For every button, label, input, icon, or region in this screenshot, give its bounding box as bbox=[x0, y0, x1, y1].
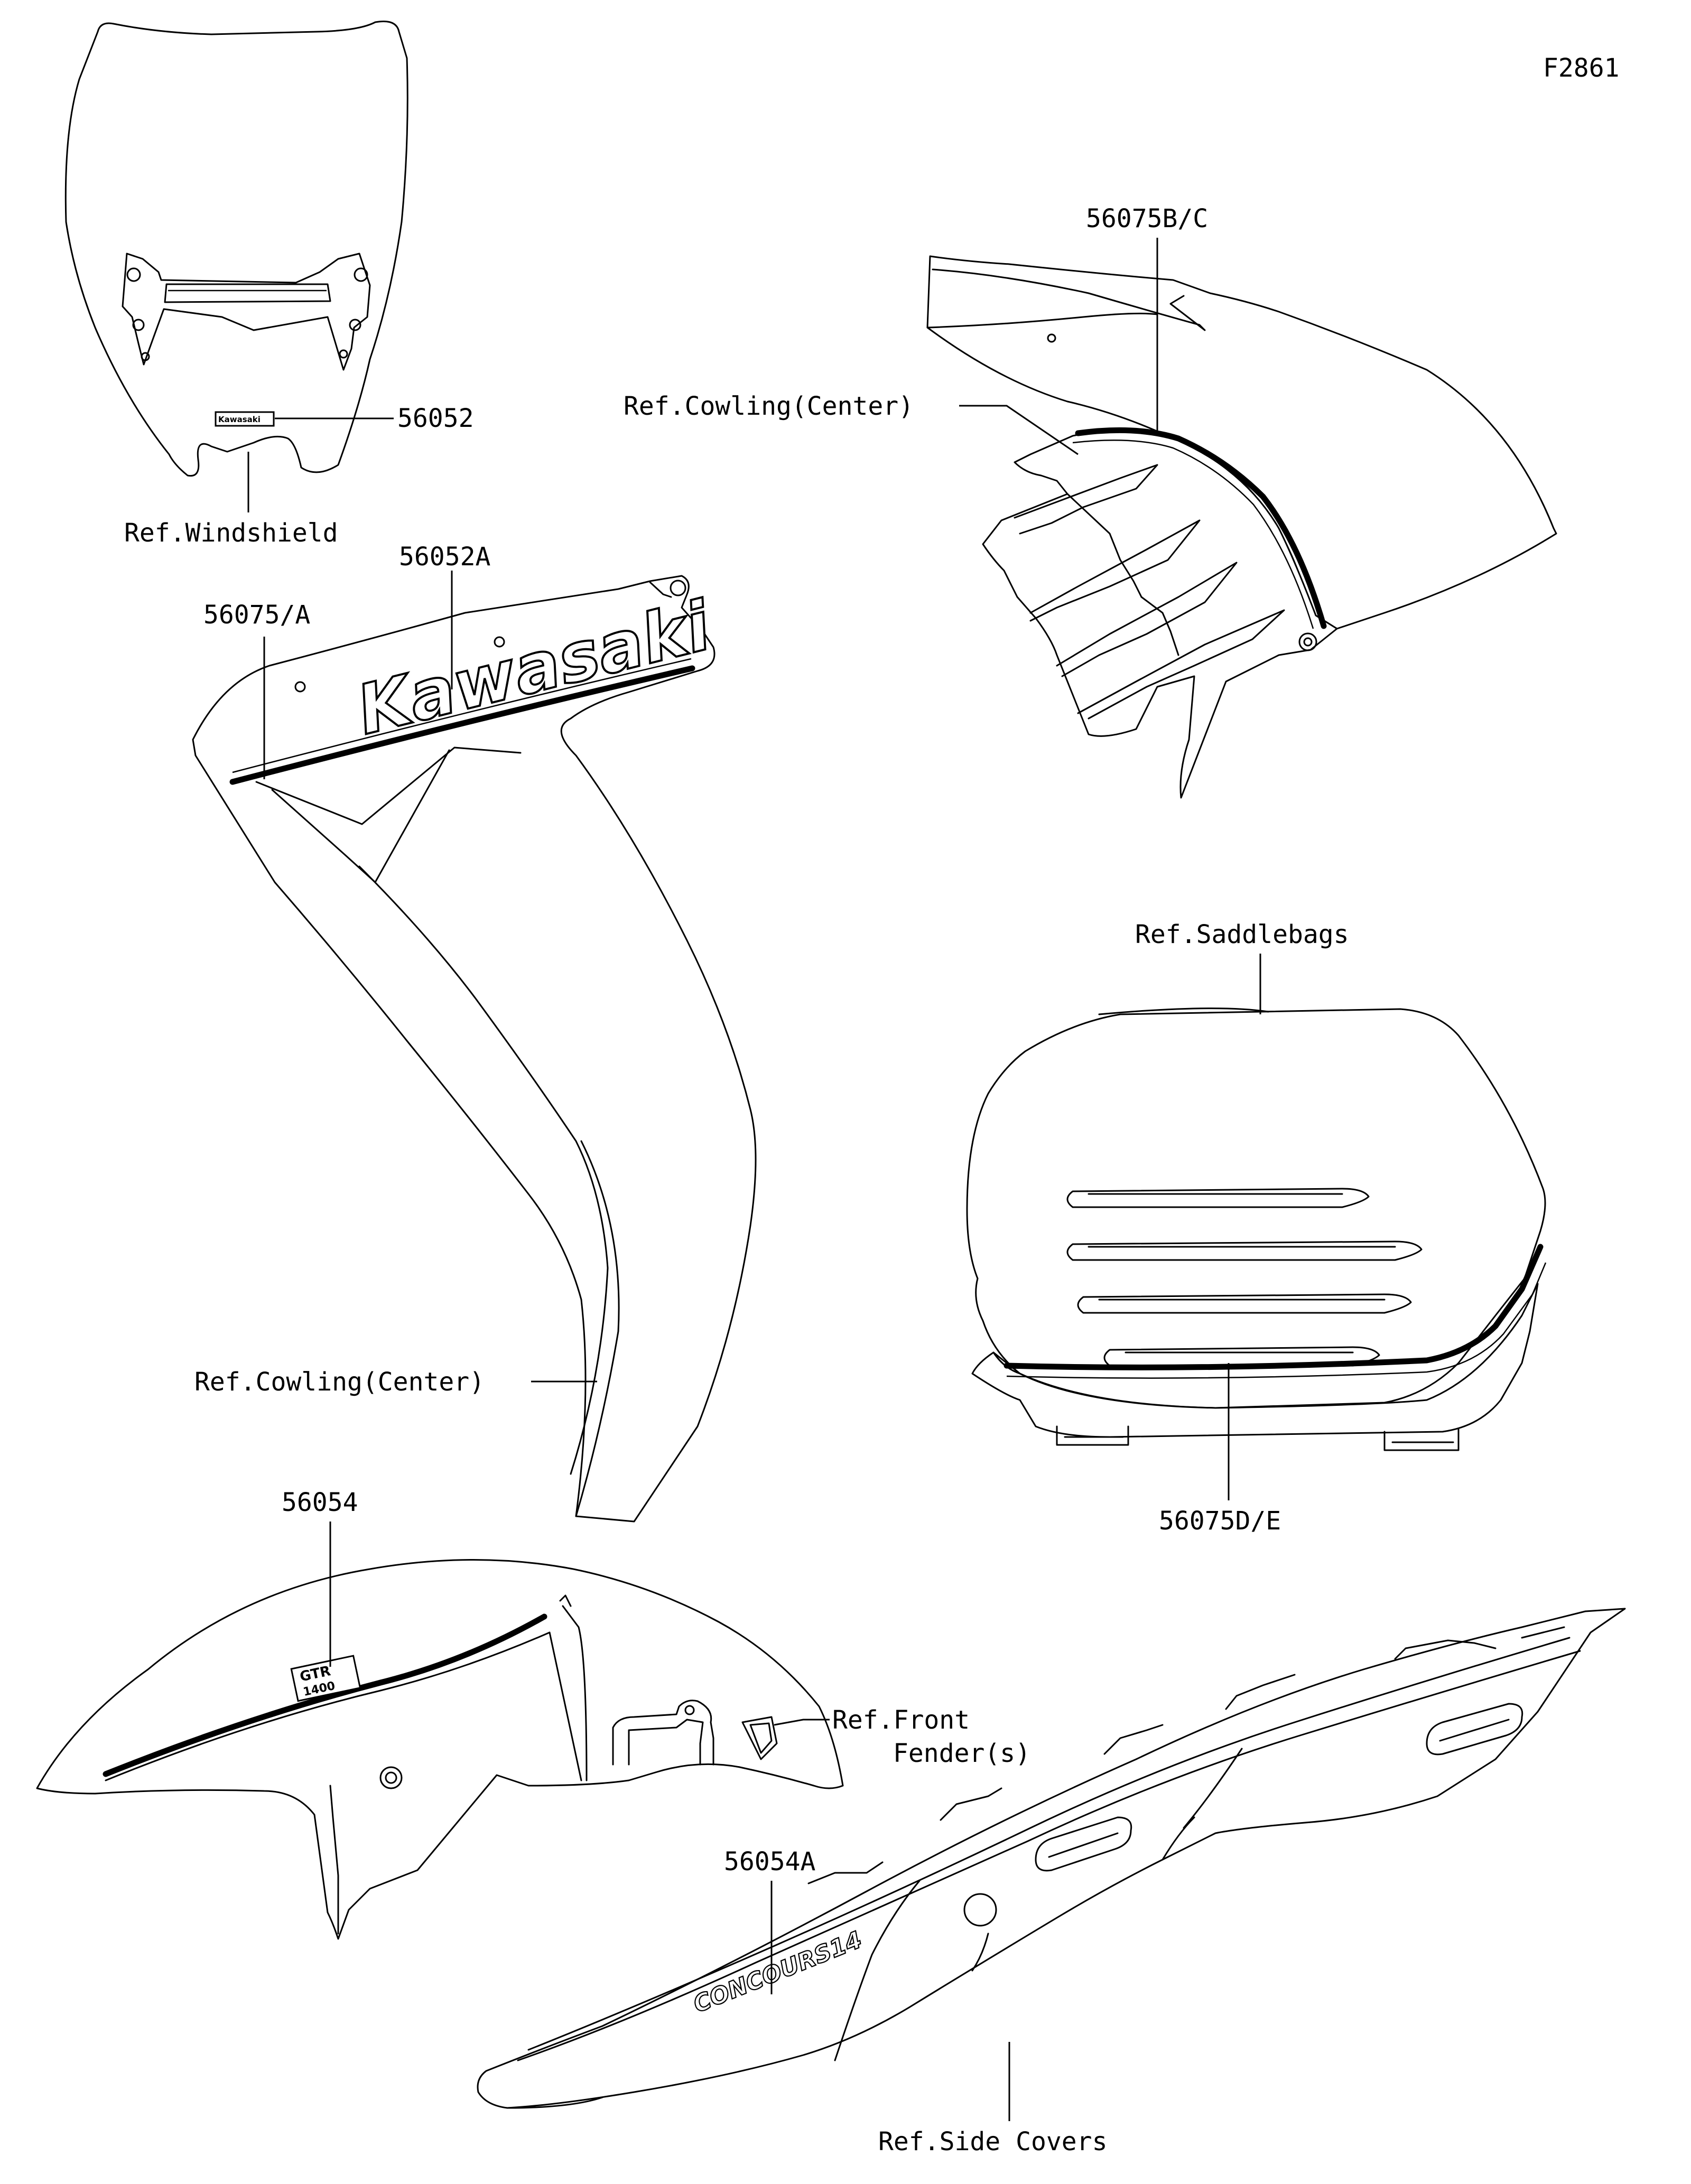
windshield-emblem-text: Kawasaki bbox=[218, 415, 261, 424]
side-cover-outline bbox=[477, 1608, 1626, 2109]
cowling-right-upper bbox=[926, 255, 1557, 630]
side-cover-hole bbox=[963, 1893, 997, 1927]
windshield-outline bbox=[64, 21, 408, 477]
ref-front-fender-label-2: Fender(s) bbox=[893, 1739, 1030, 1768]
saddlebag-lower bbox=[971, 1283, 1539, 1438]
front-fender: GTR 1400 bbox=[36, 1559, 844, 1940]
stripe-56075D-E bbox=[1004, 1244, 1544, 1370]
cowling-left-hole bbox=[294, 681, 306, 693]
gtr-emblem-56054: GTR 1400 bbox=[290, 1655, 361, 1702]
ref-front-fender-label-1: Ref.Front bbox=[832, 1705, 970, 1735]
saddlebag-slot bbox=[1066, 1188, 1370, 1208]
stripe-56075-A bbox=[229, 665, 695, 785]
callout-56054: 56054 bbox=[282, 1488, 358, 1517]
saddlebag bbox=[966, 1007, 1547, 1451]
fender-bolt bbox=[379, 1766, 403, 1789]
windshield-bolt-hole bbox=[141, 352, 150, 361]
callout-56075-A: 56075/A bbox=[203, 600, 310, 630]
callout-56075D-E: 56075D/E bbox=[1159, 1506, 1281, 1536]
fender-stripe bbox=[103, 1613, 547, 1777]
cowling-right-hole bbox=[1047, 333, 1056, 343]
windshield-bolt-hole bbox=[126, 267, 141, 282]
windshield-bolt-hole bbox=[339, 349, 348, 359]
ref-saddlebags-label: Ref.Saddlebags bbox=[1135, 920, 1349, 949]
side-cover-slot bbox=[1035, 1816, 1132, 1872]
cowling-left-bolt-hole bbox=[670, 580, 686, 596]
callout-56075B-C: 56075B/C bbox=[1086, 204, 1208, 234]
windshield-bolt-hole bbox=[349, 319, 361, 331]
fender-reflector bbox=[741, 1716, 778, 1760]
callout-56054A: 56054A bbox=[724, 1847, 815, 1877]
ref-cowling-left-label: Ref.Cowling(Center) bbox=[194, 1367, 485, 1397]
windshield-bolt-hole bbox=[132, 319, 145, 331]
fender-mount bbox=[612, 1700, 714, 1766]
figure-code: F2861 bbox=[1543, 53, 1620, 83]
fender-outline bbox=[36, 1559, 844, 1940]
cowling-right-bolt bbox=[1298, 632, 1317, 651]
ref-side-covers-label: Ref.Side Covers bbox=[878, 2127, 1107, 2157]
cowling-left-hole bbox=[494, 636, 505, 648]
windshield-bolt-hole bbox=[354, 267, 368, 282]
ref-cowling-right-label: Ref.Cowling(Center) bbox=[624, 391, 914, 421]
windshield-mount-bracket bbox=[122, 253, 371, 371]
ref-windshield-label: Ref.Windshield bbox=[124, 518, 338, 548]
callout-56052: 56052 bbox=[397, 404, 474, 433]
windshield-emblem bbox=[215, 411, 275, 427]
callout-56052A: 56052A bbox=[399, 542, 490, 572]
saddlebag-slot bbox=[1066, 1240, 1423, 1261]
saddlebag-slot bbox=[1077, 1293, 1412, 1314]
side-cover-slot bbox=[1426, 1703, 1523, 1756]
cowling-center-right bbox=[926, 255, 1557, 799]
stripe-56075B-C bbox=[1075, 427, 1327, 629]
windshield-upper-bar bbox=[164, 283, 331, 303]
windshield: Kawasaki bbox=[64, 21, 408, 477]
